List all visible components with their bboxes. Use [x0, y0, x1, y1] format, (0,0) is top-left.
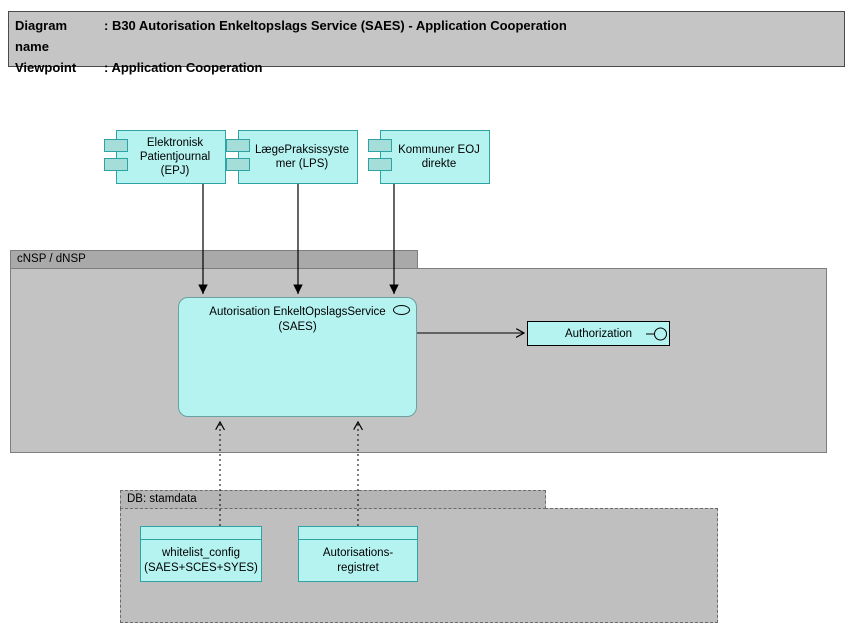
component-module-icon [226, 158, 250, 171]
table-autorisationsregistret-label: Autorisations- registret [322, 546, 394, 574]
lollipop-stem [646, 333, 654, 334]
component-lps-label: LægePraksissyste mer (LPS) [255, 144, 349, 170]
title-value: : B30 Autorisation Enkeltopslags Service… [104, 18, 567, 33]
title-row-viewpoint: Viewpoint : Application Cooperation [15, 57, 844, 78]
service-saes-label: Autorisation EnkeltOpslagsService (SAES) [209, 306, 386, 333]
group-cnsp-dnsp-label: cNSP / dNSP [17, 253, 86, 265]
title-value: : Application Cooperation [104, 60, 263, 75]
diagram-title-box: Diagram name : B30 Autorisation Enkeltop… [8, 11, 845, 75]
interface-authorization-label: Authorization [564, 327, 633, 340]
component-epj[interactable]: Elektronisk Patientjournal (EPJ) [104, 130, 226, 184]
service-saes[interactable]: Autorisation EnkeltOpslagsService (SAES) [178, 297, 417, 417]
title-row-diagram-name: Diagram name : B30 Autorisation Enkeltop… [15, 15, 844, 57]
component-epj-label: Elektronisk Patientjournal (EPJ) [139, 137, 211, 177]
table-header-compartment [141, 527, 261, 540]
service-oval-icon [393, 305, 410, 315]
component-kommuner-eoj-label: Kommuner EOJ direkte [398, 144, 480, 170]
title-label: Diagram name [15, 18, 68, 54]
group-cnsp-dnsp-header[interactable]: cNSP / dNSP [10, 250, 418, 269]
group-cnsp-dnsp-body[interactable] [10, 268, 827, 453]
group-db-stamdata-header[interactable]: DB: stamdata [120, 490, 546, 509]
lollipop-ball [654, 327, 667, 340]
component-module-icon [104, 158, 128, 171]
table-whitelist-config-label: whitelist_config (SAES+SCES+SYES) [144, 546, 258, 574]
component-module-icon [368, 158, 392, 171]
table-header-compartment [299, 527, 417, 540]
title-label: Viewpoint [15, 60, 77, 75]
table-whitelist-config[interactable]: whitelist_config (SAES+SCES+SYES) [140, 526, 262, 582]
table-autorisationsregistret[interactable]: Autorisations- registret [298, 526, 418, 582]
group-db-stamdata-label: DB: stamdata [127, 493, 197, 505]
component-module-icon [368, 139, 392, 152]
component-module-icon [226, 139, 250, 152]
component-lps[interactable]: LægePraksissyste mer (LPS) [226, 130, 358, 184]
component-kommuner-eoj[interactable]: Kommuner EOJ direkte [368, 130, 490, 184]
interface-lollipop-icon [646, 327, 667, 340]
interface-authorization[interactable]: Authorization [527, 321, 670, 346]
component-module-icon [104, 139, 128, 152]
